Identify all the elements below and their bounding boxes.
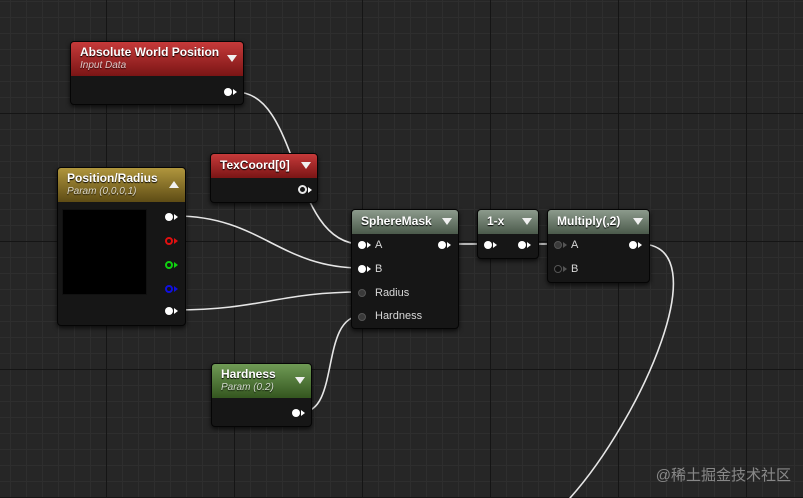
output-pin-arrow-icon — [527, 242, 531, 248]
output-pin-arrow-icon — [174, 308, 178, 314]
hardness-node[interactable]: Hardness Param (0.2) — [211, 363, 312, 427]
node-header[interactable]: Absolute World Position Input Data — [71, 42, 243, 76]
chevron-down-icon[interactable] — [442, 218, 452, 225]
input-label-b: B — [571, 263, 579, 275]
output-pin[interactable] — [518, 241, 526, 249]
chevron-down-icon[interactable] — [295, 377, 305, 384]
wire-position-to-spheremask-b — [175, 215, 362, 269]
node-subtitle: Input Data — [80, 60, 127, 71]
node-subtitle: Param (0,0,0,1) — [67, 186, 137, 197]
input-pin-arrow-icon — [493, 242, 497, 248]
output-pin-arrow-icon — [174, 238, 178, 244]
wire-radius-to-spheremask-radius — [175, 291, 362, 311]
input-pin-radius[interactable] — [358, 289, 366, 297]
output-pin-arrow-icon — [638, 242, 642, 248]
input-pin[interactable] — [484, 241, 492, 249]
chevron-down-icon[interactable] — [301, 162, 311, 169]
output-pin-arrow-icon — [174, 262, 178, 268]
one-minus-x-node[interactable]: 1-x — [477, 209, 539, 259]
node-header[interactable]: 1-x — [478, 210, 538, 234]
output-pin-arrow-icon — [301, 410, 305, 416]
input-pin-hardness[interactable] — [358, 313, 366, 321]
output-pin-arrow-icon — [233, 89, 237, 95]
output-pin-alpha[interactable] — [165, 307, 173, 315]
output-pin-green[interactable] — [165, 261, 173, 269]
node-title: Absolute World Position — [80, 45, 220, 59]
input-pin-a[interactable] — [554, 241, 562, 249]
node-title: Hardness — [221, 367, 276, 381]
node-title: TexCoord[0] — [220, 158, 290, 172]
node-header[interactable]: Multiply(,2) — [548, 210, 649, 234]
output-pin-arrow-icon — [174, 214, 178, 220]
input-label-a: A — [571, 239, 579, 251]
node-header[interactable]: Hardness Param (0.2) — [212, 364, 311, 398]
node-header[interactable]: SphereMask — [352, 210, 458, 234]
output-pin-rgba[interactable] — [165, 213, 173, 221]
input-label-a: A — [375, 239, 383, 251]
chevron-down-icon[interactable] — [633, 218, 643, 225]
output-pin-arrow-icon — [447, 242, 451, 248]
output-pin-red[interactable] — [165, 237, 173, 245]
absolute-world-position-node[interactable]: Absolute World Position Input Data — [70, 41, 244, 105]
output-pin-arrow-icon — [174, 286, 178, 292]
input-pin-arrow-icon — [563, 242, 567, 248]
output-pin[interactable] — [438, 241, 446, 249]
color-preview-swatch — [62, 209, 147, 295]
spheremask-node[interactable]: SphereMask A B Radius Hardness — [351, 209, 459, 329]
output-pin-arrow-icon — [308, 187, 312, 193]
input-label-b: B — [375, 263, 383, 275]
multiply-node[interactable]: Multiply(,2) A B — [547, 209, 650, 283]
node-title: SphereMask — [361, 214, 432, 228]
texcoord-node[interactable]: TexCoord[0] — [210, 153, 318, 203]
input-pin-arrow-icon — [367, 242, 371, 248]
watermark-text: @稀土掘金技术社区 — [655, 467, 791, 484]
output-pin[interactable] — [298, 185, 307, 194]
input-label-radius: Radius — [375, 287, 410, 299]
node-subtitle: Param (0.2) — [221, 382, 274, 393]
input-pin-arrow-icon — [563, 266, 567, 272]
node-header[interactable]: Position/Radius Param (0,0,0,1) — [58, 168, 185, 202]
chevron-up-icon[interactable] — [169, 181, 179, 188]
node-header[interactable]: TexCoord[0] — [211, 154, 317, 178]
input-pin-a[interactable] — [358, 241, 366, 249]
output-pin[interactable] — [224, 88, 232, 96]
input-pin-b[interactable] — [358, 265, 366, 273]
input-label-hardness: Hardness — [375, 310, 423, 322]
node-title: Multiply(,2) — [557, 214, 621, 228]
node-title: 1-x — [487, 214, 505, 228]
output-pin[interactable] — [292, 409, 300, 417]
output-pin[interactable] — [629, 241, 637, 249]
input-pin-arrow-icon — [367, 266, 371, 272]
node-title: Position/Radius — [67, 171, 158, 185]
chevron-down-icon[interactable] — [227, 55, 237, 62]
position-radius-node[interactable]: Position/Radius Param (0,0,0,1) — [57, 167, 186, 326]
input-pin-b[interactable] — [554, 265, 562, 273]
output-pin-blue[interactable] — [165, 285, 173, 293]
chevron-down-icon[interactable] — [522, 218, 532, 225]
